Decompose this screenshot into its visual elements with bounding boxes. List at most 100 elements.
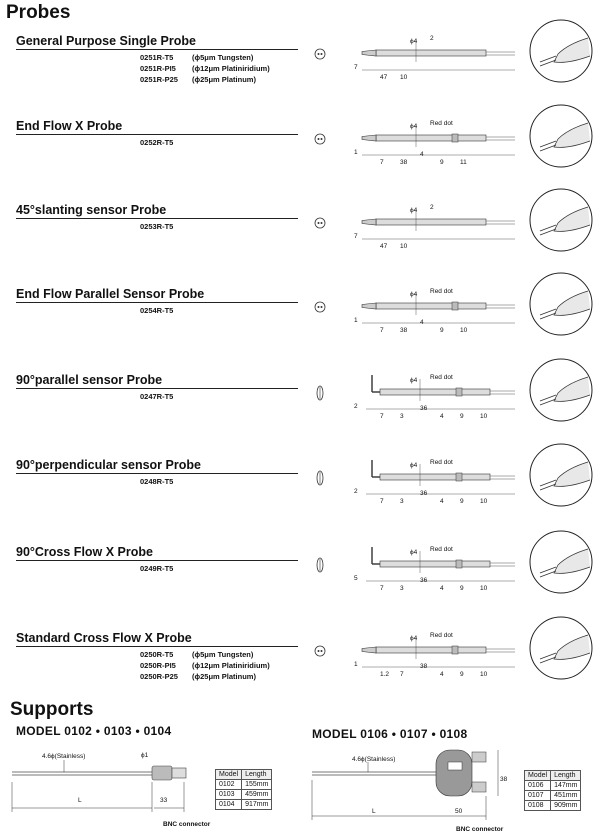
dimension-label: 7 — [380, 159, 384, 166]
dimension-label: 38 — [400, 159, 408, 166]
dimension-label: 4 — [420, 319, 424, 326]
support-model-2: MODEL 0106 • 0107 • 0108 — [312, 727, 468, 741]
dimension-label: 10 — [460, 327, 468, 334]
dimension-label: 9 — [460, 498, 464, 505]
dimension-label: 7 — [354, 233, 358, 240]
table-cell: 451mm — [550, 790, 582, 801]
probe-side-view-diagram — [361, 209, 515, 240]
dimension-label: 36 — [420, 577, 428, 584]
title-underline — [16, 218, 298, 219]
model-row: 0251R-P25 (ϕ25μm Platinum) — [140, 74, 256, 85]
support-1-phi: ϕ1 — [141, 752, 149, 759]
title-underline — [16, 388, 298, 389]
support-1-diameter: 4.6ϕ(Stainless) — [42, 753, 86, 760]
probe-title: Standard Cross Flow X Probe — [16, 631, 192, 645]
probe-side-view-diagram — [361, 125, 515, 156]
table-cell: 909mm — [550, 800, 582, 811]
probe-tip-magnified-view — [529, 616, 593, 680]
probe-end-view-icon — [316, 385, 324, 401]
title-underline — [16, 49, 298, 50]
title-underline — [16, 560, 298, 561]
supports-heading: Supports — [10, 699, 94, 720]
table-header: Length — [550, 770, 582, 781]
model-row: 0252R-T5 — [140, 137, 192, 148]
dimension-label: 2 — [430, 35, 434, 42]
model-description: (ϕ25μm Platinum) — [192, 672, 256, 681]
dimension-label: 1.2 — [380, 671, 390, 678]
model-code: 0248R-T5 — [140, 477, 174, 486]
dimension-label: 3 — [400, 585, 404, 592]
dimension-label: 36 — [420, 490, 428, 497]
model-row: 0251R-PI5 (ϕ12μm Platiniridium) — [140, 63, 270, 74]
dimension-label: 10 — [480, 585, 488, 592]
dimension-label: ϕ4 — [410, 549, 418, 556]
red-dot-label: Red dot — [430, 632, 453, 639]
dimension-label: ϕ4 — [410, 635, 418, 642]
model-row: 0250R-PI5(ϕ12μm Platiniridium) — [140, 660, 270, 671]
support-1-length-label: L — [78, 797, 82, 804]
dimension-label: 9 — [460, 585, 464, 592]
model-code: 0254R-T5 — [140, 306, 174, 315]
dimension-label: 7 — [354, 64, 358, 71]
table-cell: 155mm — [241, 779, 273, 790]
title-underline — [16, 302, 298, 303]
support-1-diagram — [11, 760, 187, 812]
probe-end-view-icon — [314, 133, 326, 145]
dimension-label: 1 — [354, 149, 358, 156]
probe-tip-magnified-view — [529, 19, 593, 83]
probe-end-view-icon — [314, 645, 326, 657]
table-cell: 147mm — [550, 780, 582, 791]
dimension-label: 38 — [420, 663, 428, 670]
dimension-label: ϕ4 — [410, 291, 418, 298]
model-code: 0252R-T5 — [140, 138, 174, 147]
dimension-label: 10 — [400, 74, 408, 81]
red-dot-label: Red dot — [430, 546, 453, 553]
red-dot-label: Red dot — [430, 120, 453, 127]
model-row: 0250R-T5(ϕ5μm Tungsten) — [140, 649, 253, 660]
model-row: 0247R-T5 — [140, 391, 192, 402]
support-2-connector-label: BNC connector — [456, 826, 504, 833]
probe-end-view-icon — [316, 470, 324, 486]
probe-tip-magnified-view — [529, 272, 593, 336]
model-row: 0249R-T5 — [140, 563, 192, 574]
dimension-label: 2 — [430, 204, 434, 211]
model-row: 0254R-T5 — [140, 305, 192, 316]
support-2-diagram — [311, 749, 499, 820]
probe-title: 90°perpendicular sensor Probe — [16, 458, 201, 472]
support-2-length-label: L — [372, 808, 376, 815]
dimension-label: 5 — [354, 575, 358, 582]
probe-end-view-icon — [314, 301, 326, 313]
dimension-label: 4 — [420, 151, 424, 158]
model-code: 0250R-P25 — [140, 672, 178, 681]
table-cell: 0102 — [214, 779, 243, 790]
probe-side-view-diagram — [366, 547, 515, 582]
dimension-label: 10 — [480, 413, 488, 420]
probe-side-view-diagram — [366, 460, 515, 495]
dimension-label: 4 — [440, 671, 444, 678]
model-description: (ϕ25μm Platinum) — [192, 75, 256, 84]
dimension-label: 11 — [460, 159, 467, 166]
dimension-label: 9 — [460, 413, 464, 420]
model-description: (ϕ12μm Platiniridium) — [192, 64, 270, 73]
probes-heading: Probes — [6, 2, 71, 23]
probe-side-view-diagram — [361, 40, 515, 71]
model-code: 0251R-PI5 — [140, 64, 176, 73]
model-row: 0248R-T5 — [140, 476, 192, 487]
dimension-label: 10 — [400, 243, 408, 250]
dimension-label: 7 — [380, 498, 384, 505]
red-dot-label: Red dot — [430, 288, 453, 295]
support-1-tail: 33 — [160, 797, 168, 804]
table-header: Length — [241, 769, 273, 780]
dimension-label: 4 — [440, 585, 444, 592]
support-model-1: MODEL 0102 • 0103 • 0104 — [16, 724, 172, 738]
support-2-height: 38 — [500, 776, 508, 783]
dimension-label: ϕ4 — [410, 207, 418, 214]
dimension-label: ϕ4 — [410, 377, 418, 384]
probe-title: 90°parallel sensor Probe — [16, 373, 163, 387]
probe-side-view-diagram — [366, 375, 515, 410]
title-underline — [16, 646, 298, 647]
model-code: 0251R-P25 — [140, 75, 178, 84]
